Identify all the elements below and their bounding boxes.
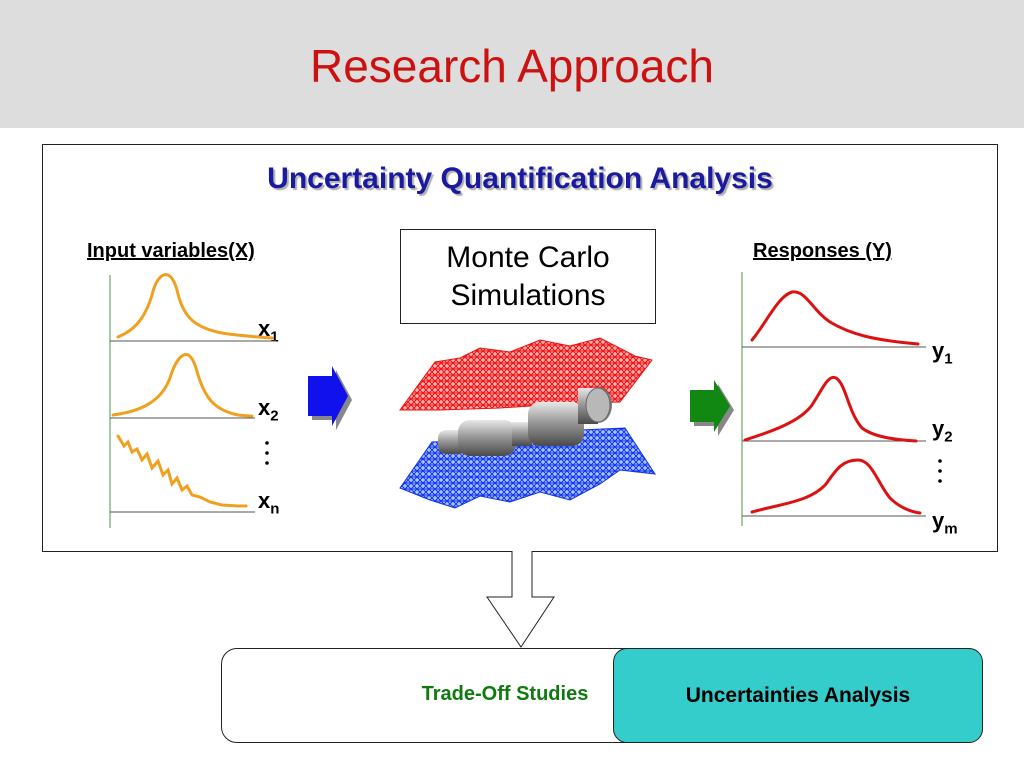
arrow-to-responses	[690, 380, 734, 436]
input-variables-label: Input variables(X)	[87, 240, 255, 262]
response-curve-y2	[743, 375, 918, 443]
trade-off-studies-label: Trade-Off Studies	[421, 683, 589, 705]
down-arrow	[486, 551, 555, 648]
input-curve-xn	[116, 434, 248, 508]
response-var-m: ym	[932, 508, 958, 538]
responses-label: Responses (Y)	[753, 240, 892, 262]
uncertainties-analysis-box: Uncertainties Analysis	[613, 648, 983, 743]
arrow-to-simulation	[308, 366, 352, 430]
panel-title: Uncertainty Quantification Analysis	[267, 162, 773, 195]
shaft-cylinder	[438, 387, 612, 456]
input-distribution-curves	[111, 273, 274, 508]
response-axes	[741, 272, 926, 526]
input-var-1: x1	[258, 316, 279, 346]
input-curve-x1	[116, 273, 274, 340]
uncertainties-analysis-label: Uncertainties Analysis	[685, 683, 911, 707]
monte-carlo-line2: Simulations	[450, 278, 606, 312]
input-vertical-ellipsis	[265, 441, 269, 465]
monte-carlo-box: Monte Carlo Simulations	[400, 229, 656, 324]
input-var-2: x2	[258, 395, 279, 425]
red-mesh-surface	[399, 337, 653, 411]
response-vertical-ellipsis	[938, 459, 942, 483]
input-var-n: xn	[258, 488, 280, 518]
monte-carlo-line1: Monte Carlo	[446, 240, 610, 274]
response-curve-y1	[750, 290, 920, 346]
simulation-mesh-image	[399, 337, 656, 509]
title-bar	[0, 0, 1024, 128]
response-curve-ym	[750, 458, 922, 515]
slide-title: Research Approach	[309, 40, 715, 92]
response-var-1: y1	[932, 338, 953, 368]
response-var-2: y2	[932, 416, 953, 446]
response-distribution-curves	[743, 290, 922, 515]
input-axes	[109, 275, 276, 528]
input-curve-x2	[111, 353, 254, 418]
